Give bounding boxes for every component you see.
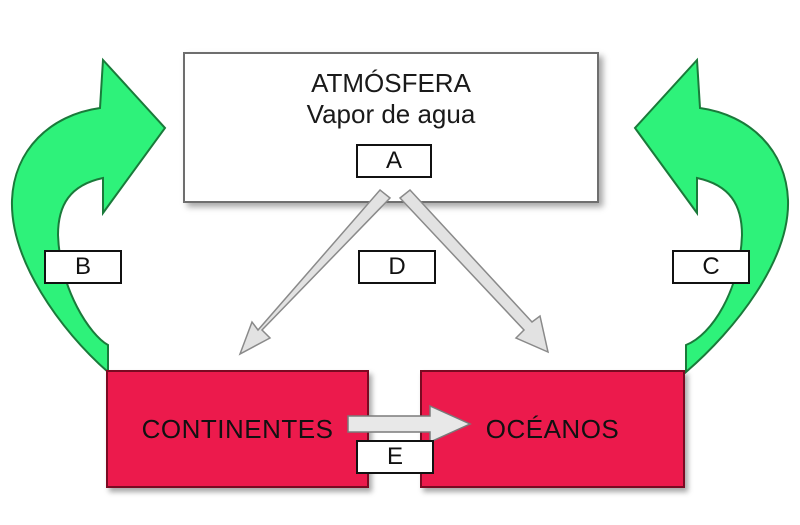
grey-arrow-to-continents	[238, 188, 392, 356]
label-b-text: B	[74, 253, 91, 280]
oceans-label: OCÉANOS	[485, 413, 620, 444]
label-a-text: A	[385, 147, 402, 174]
label-a: A	[356, 144, 432, 178]
label-b: B	[44, 250, 122, 284]
grey-arrow-to-oceans	[398, 188, 550, 354]
continents-label: CONTINENTES	[141, 413, 334, 444]
atmosphere-box: ATMÓSFERA Vapor de agua	[183, 52, 599, 203]
runoff-arrow	[347, 404, 472, 444]
label-e: E	[356, 440, 434, 474]
oceans-box: OCÉANOS	[420, 370, 685, 488]
label-d-text: D	[388, 253, 406, 280]
atmosphere-subtitle: Vapor de agua	[306, 99, 476, 129]
label-e-text: E	[386, 443, 403, 470]
label-c: C	[672, 250, 750, 284]
label-d: D	[358, 250, 436, 284]
atmosphere-title: ATMÓSFERA	[311, 68, 471, 98]
label-c-text: C	[702, 253, 720, 280]
